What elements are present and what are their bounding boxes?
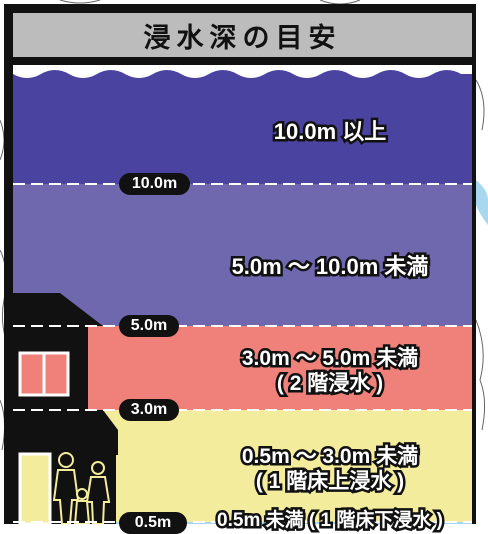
- band-label-line: 5.0m 〜 10.0m 未満: [229, 251, 431, 281]
- band-label-under-05m: 0.5m 未満 ( 1 階床下浸水 ): [190, 508, 470, 534]
- band-label-5m-10m: 5.0m 〜 10.0m 未満: [175, 251, 485, 281]
- band-label-05m-3m: 0.5m 〜 3.0m 未満 ( 1 階床上浸水 ): [200, 442, 460, 496]
- water-surface-wave: [13, 65, 472, 78]
- band-label-sub: ( 2 階浸水 ): [274, 370, 385, 398]
- family-figures-icon: [52, 452, 111, 524]
- depth-label-10m: 10.0m: [119, 173, 190, 195]
- title-bar-bg: [13, 13, 472, 57]
- band-10m-plus: [13, 65, 472, 184]
- band-label-line: 10.0m 以上: [271, 116, 389, 146]
- depth-label-05m: 0.5m: [119, 512, 187, 534]
- legend-title: 浸水深の目安: [143, 22, 342, 53]
- house-window-lower: [18, 452, 52, 524]
- map-water-area: [476, 180, 488, 225]
- band-5m-10m: [13, 184, 472, 326]
- band-label-10m-plus: 10.0m 以上: [200, 116, 460, 146]
- band-3m-5m: [13, 326, 472, 410]
- depth-label-5m: 5.0m: [119, 315, 179, 337]
- band-label-line: 0.5m 未満 ( 1 階床下浸水 ): [215, 508, 446, 534]
- band-label-3m-5m: 3.0m 〜 5.0m 未満 ( 2 階浸水 ): [200, 344, 460, 398]
- band-under-05m: [13, 522, 472, 524]
- band-label-line: 3.0m 〜 5.0m 未満: [239, 344, 420, 372]
- depth-lines: [13, 183, 472, 523]
- band-label-sub: ( 1 階床上浸水 ): [253, 468, 406, 496]
- depth-label-3m: 3.0m: [119, 399, 179, 421]
- band-label-line: 0.5m 〜 3.0m 未満: [239, 442, 420, 470]
